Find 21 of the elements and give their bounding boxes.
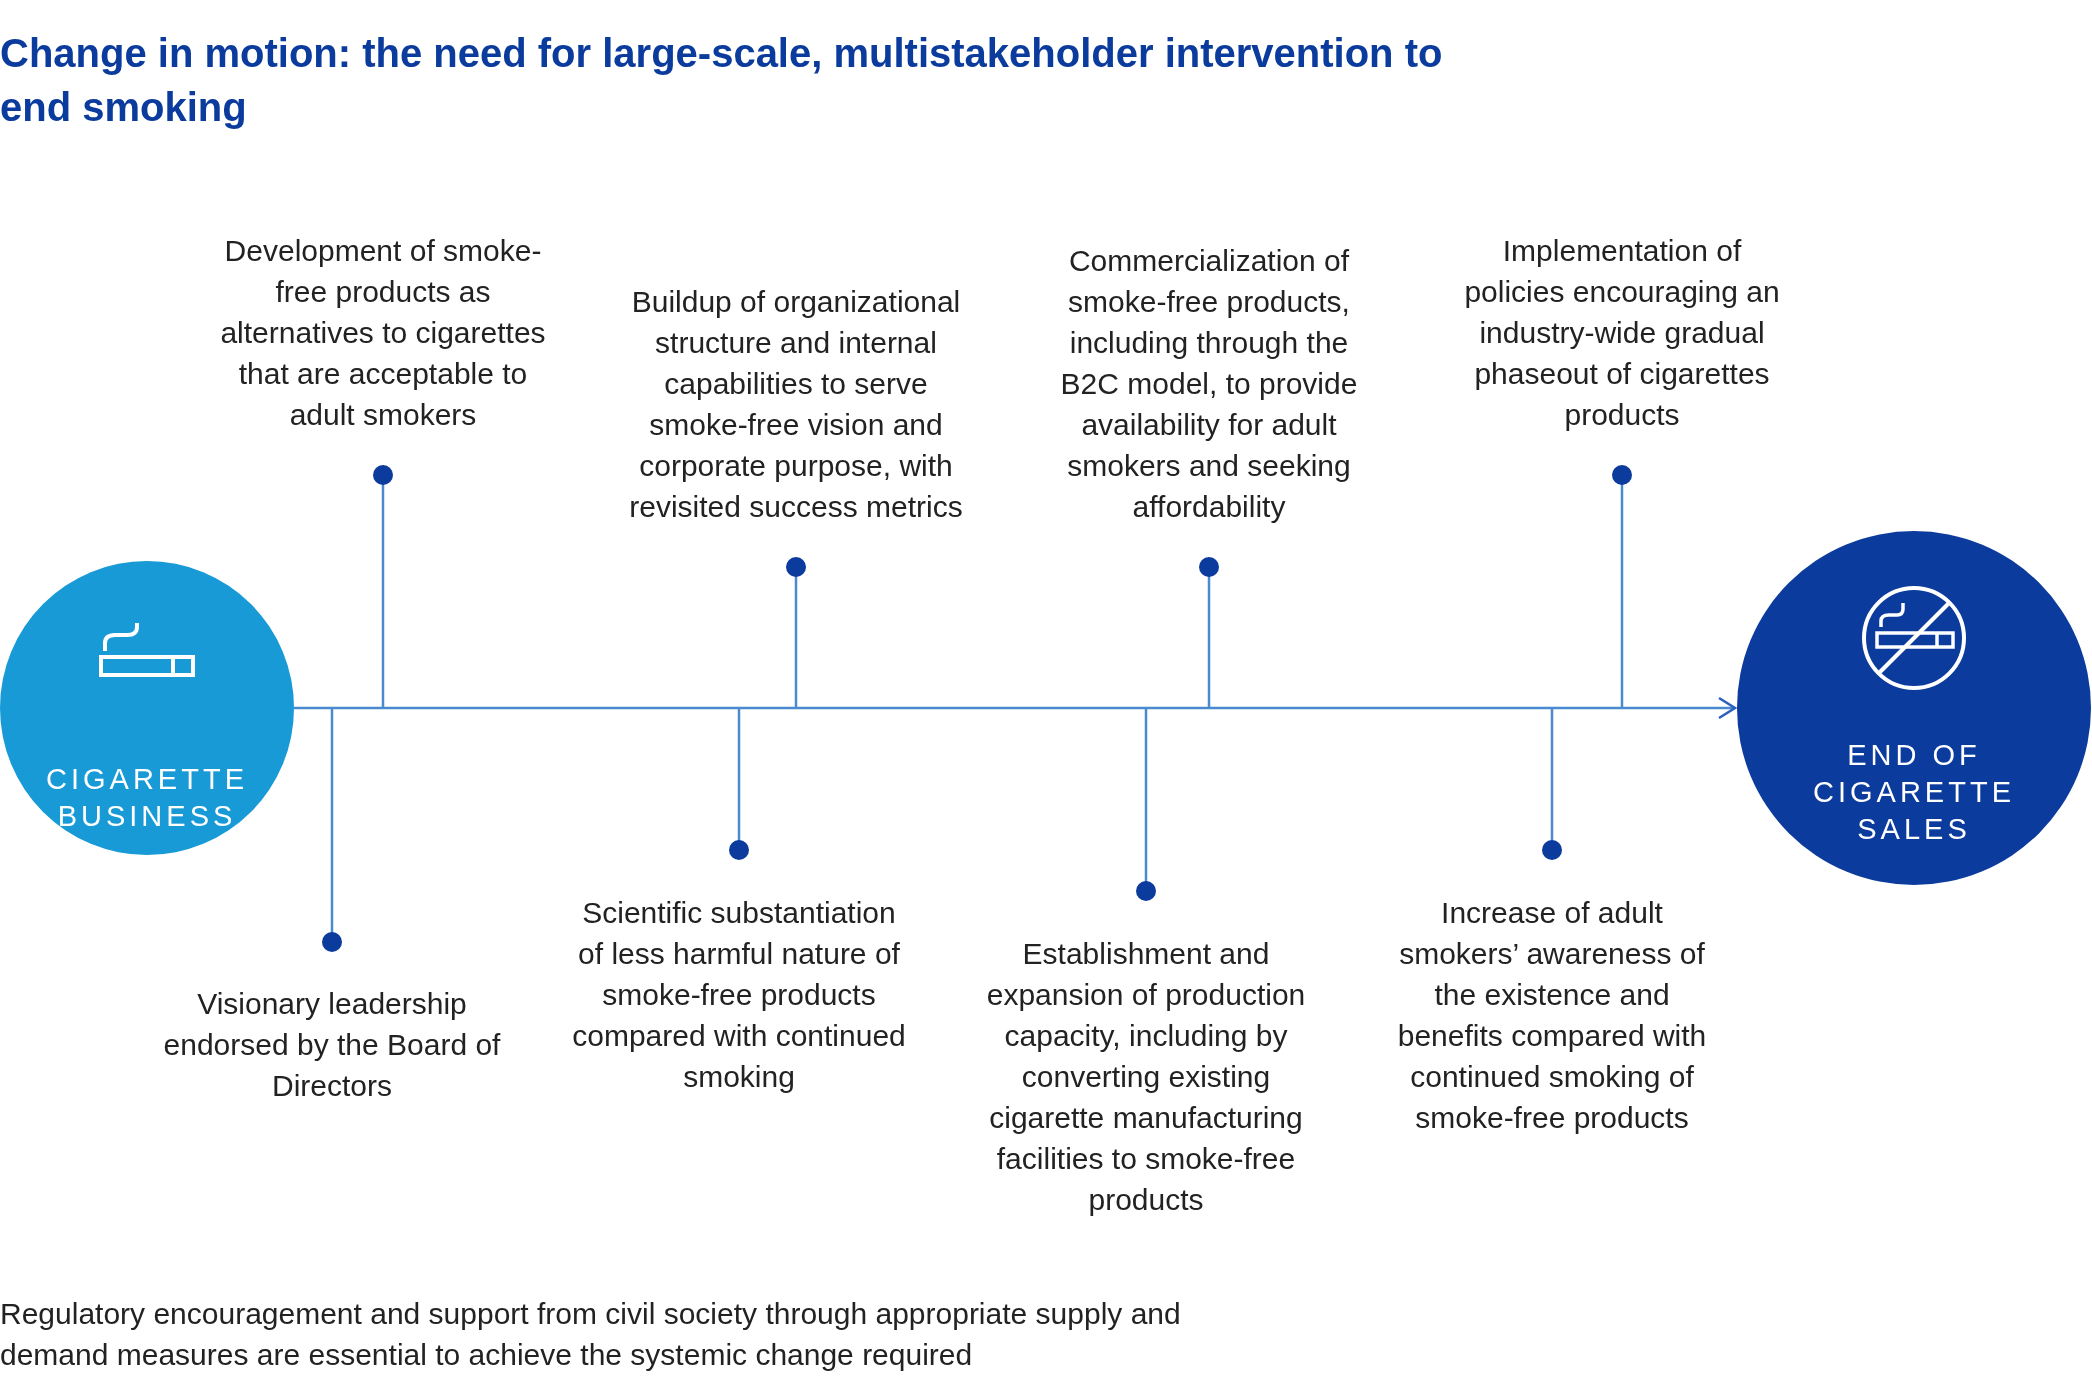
leader-line [1136, 708, 1156, 901]
milestone-text: Scientific substantiation of less harmful nature of smoke-free products compared with continued smoking [571, 895, 907, 1095]
milestone-text: Visionary leadership endorsed by the Board of Directors [162, 986, 502, 1104]
leader-line [729, 708, 749, 860]
milestone-text: Implementation of policies encouraging an industry-wide gradual phaseout of cigarettes products [1463, 233, 1781, 433]
leader-line [786, 557, 806, 708]
leader-line [1612, 465, 1632, 708]
leader-line [322, 708, 342, 952]
leader-line [1542, 708, 1562, 860]
milestone-text: Commercialization of smoke-free products, including through the B2C model, to provide availability for adult smokers and seeking affordability [1059, 243, 1359, 525]
title: Change in motion: the need for large-scale, multistakeholder intervention to end smoking [0, 30, 1444, 131]
milestone-text: Development of smoke-free products as alternatives to cigarettes that are acceptable to adult smokers [219, 233, 547, 433]
circle-label: CIGARETTE BUSINESS [45, 762, 249, 834]
timeline-arrow [294, 696, 1737, 720]
milestone-text: Increase of adult smokers’ awareness of the existence and benefits compared with continued smoking of smoke-free products [1396, 895, 1708, 1136]
leader-line [1199, 557, 1219, 708]
milestone-text: Establishment and expansion of production capacity, including by converting existing cigarette manufacturing facilities to smoke-free products [985, 936, 1307, 1218]
circle-label: END OF CIGARETTE SALES [1812, 738, 2016, 847]
leader-line [373, 465, 393, 708]
milestone-text: Buildup of organizational structure and internal capabilities to serve smoke-free vision and corporate purpose, with revisited success metrics [628, 284, 964, 525]
caption: Regulatory encouragement and support from civil society through appropriate supply and demand measures are essential to achieve the systemic change required [0, 1296, 1182, 1373]
